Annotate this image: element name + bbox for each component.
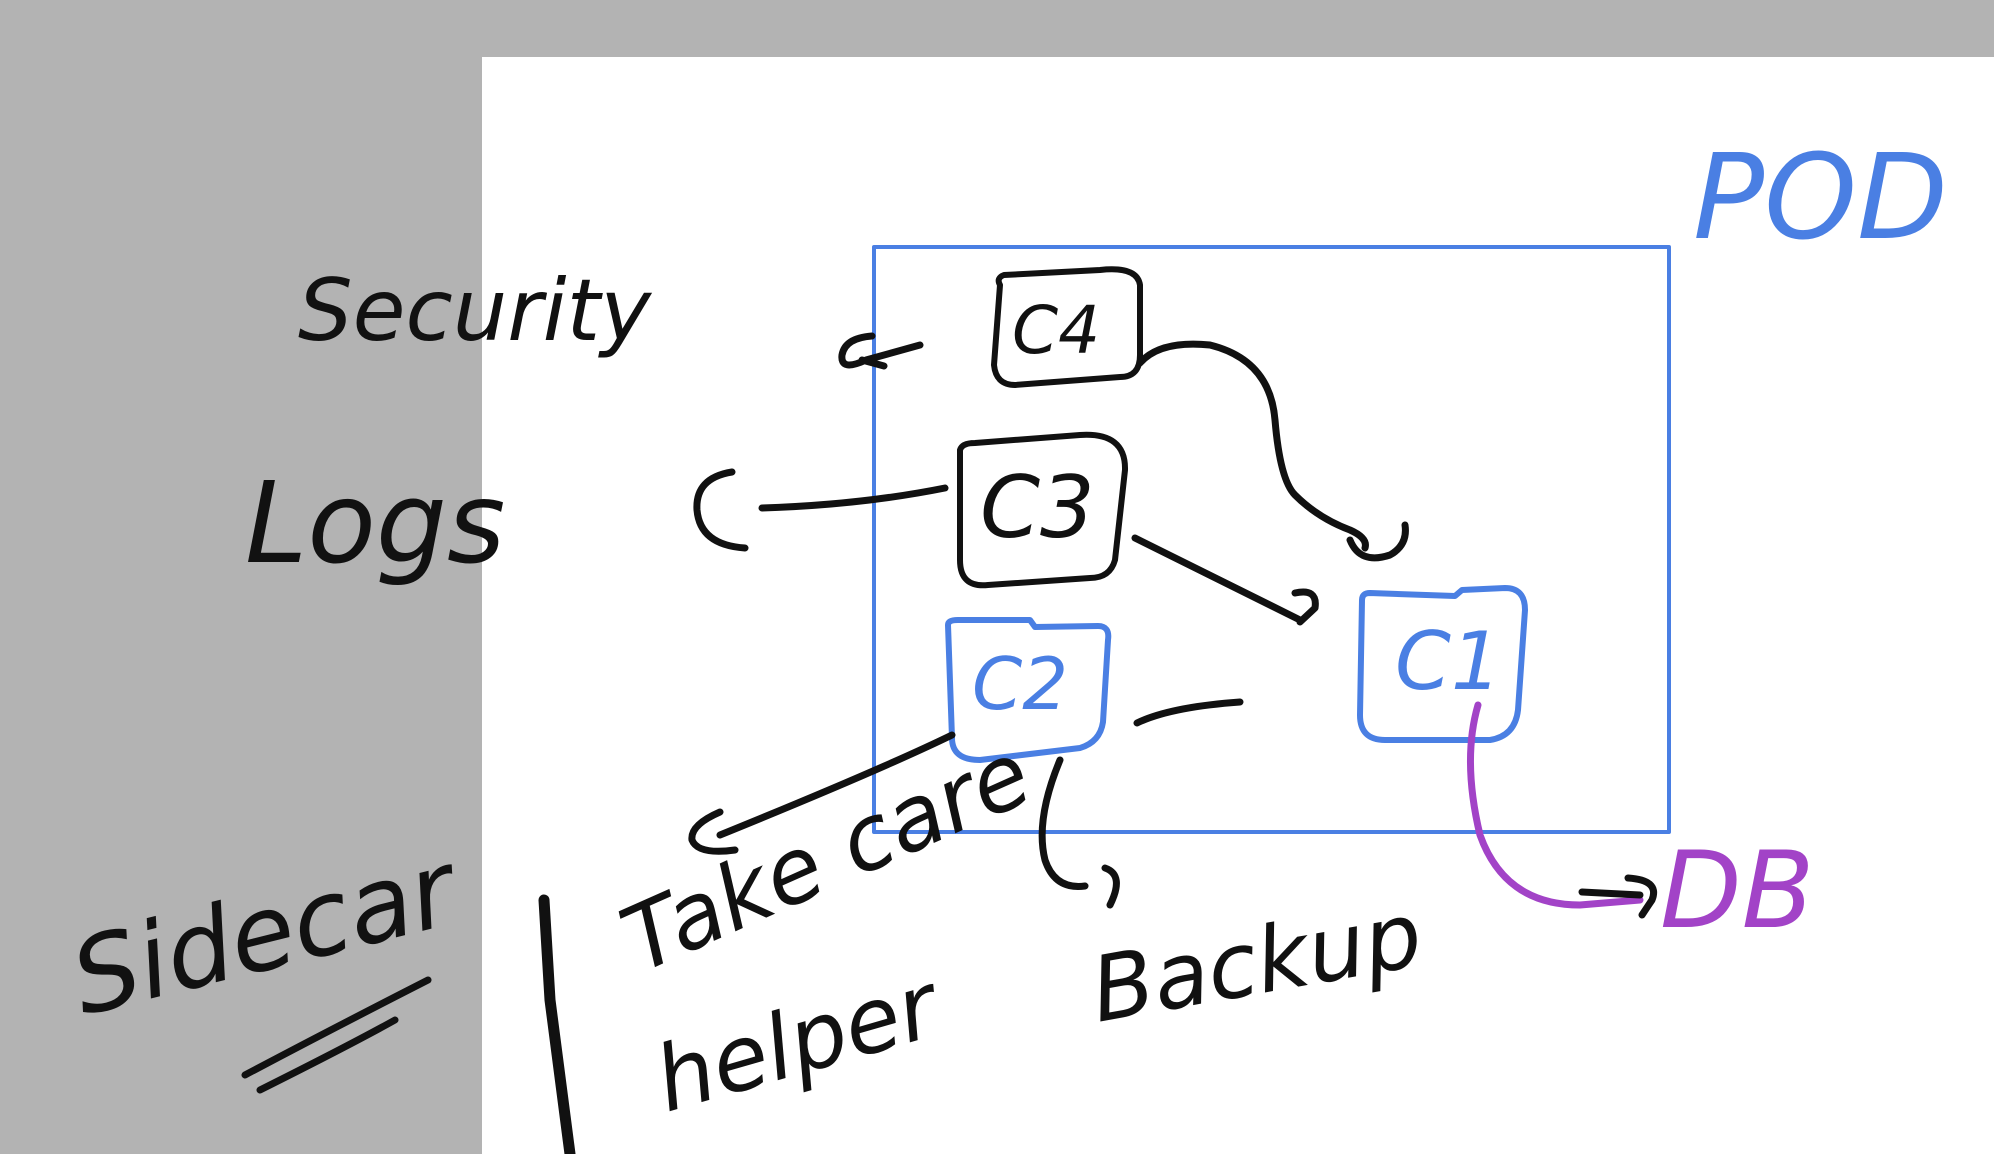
line-c2-to-c1 xyxy=(1133,698,1244,727)
arrow-c4-to-c1 xyxy=(1136,340,1409,562)
drawing-sheet xyxy=(482,57,1994,1154)
db-label: DB xyxy=(1660,829,1815,952)
arrow-c1-to-db xyxy=(1467,701,1644,909)
arrow-c3-to-logs xyxy=(693,468,949,552)
pod-boundary xyxy=(872,245,1671,834)
container-c3-label: C3 xyxy=(980,458,1095,558)
sidecar-underline xyxy=(241,976,432,1094)
container-c4-label: C4 xyxy=(1012,292,1101,369)
security-label: Security xyxy=(298,261,652,361)
container-c2-label: C2 xyxy=(972,642,1069,726)
container-c4-box xyxy=(991,266,1143,388)
container-c3-box xyxy=(957,431,1129,589)
notes-vertical-bar xyxy=(538,894,576,1154)
container-c1-box xyxy=(1357,585,1528,743)
arrow-c3-to-c1 xyxy=(1131,534,1319,626)
arrow-c1-to-db-head xyxy=(1578,874,1657,919)
arrow-c2-to-sidecar xyxy=(688,731,956,855)
logs-label: Logs xyxy=(245,459,506,589)
arrow-c2-to-backup xyxy=(1038,756,1120,909)
arrow-c4-to-security xyxy=(838,332,924,370)
container-c1-label: C1 xyxy=(1395,615,1502,708)
pod-label: POD xyxy=(1693,128,1948,266)
container-c2-box xyxy=(945,617,1112,763)
